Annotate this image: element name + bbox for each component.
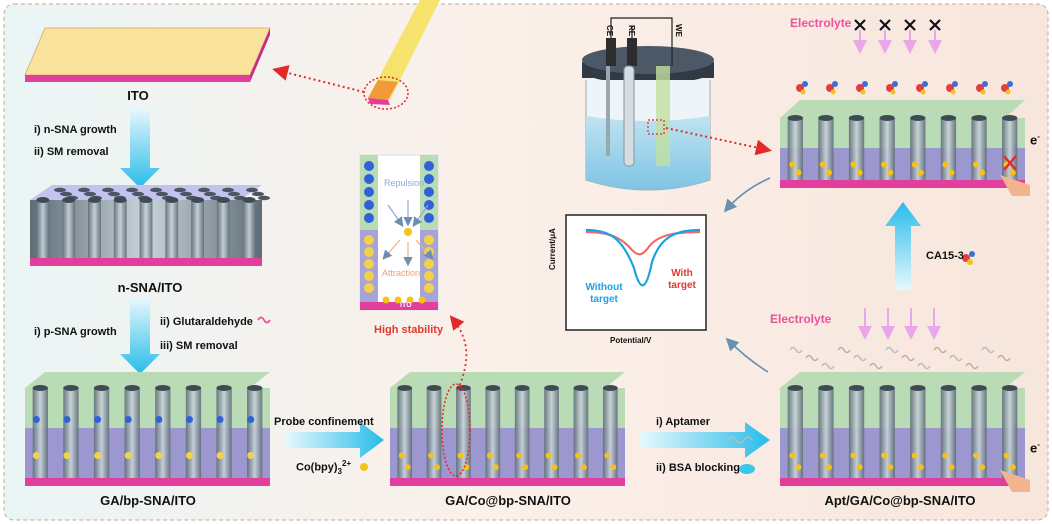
electrolyte-top: Electrolyte xyxy=(790,16,852,30)
cell-dotted-arrow xyxy=(665,127,772,156)
step-probe-confinement: Probe confinement xyxy=(274,416,374,428)
step-aptamer: i) Aptamer xyxy=(656,416,710,428)
ga-co-bp-sna-block xyxy=(390,372,625,486)
step-bsa-blocking: ii) BSA blocking xyxy=(656,462,740,474)
ito-slide xyxy=(24,27,271,82)
stability-inset xyxy=(359,154,439,311)
electron-top: e- xyxy=(1030,132,1040,147)
apt-block xyxy=(780,372,1025,486)
curve-arrow-top xyxy=(723,177,771,213)
plot-with-target: With target xyxy=(668,268,696,291)
electrolyte-bottom: Electrolyte xyxy=(770,312,832,326)
cell-ce: CE xyxy=(605,24,615,37)
electrolyte-arrows-top xyxy=(853,30,942,54)
electrochemical-cell xyxy=(582,17,714,191)
step-p-sna-growth: i) p-SNA growth xyxy=(34,326,117,338)
label-ga-co-bp-sna-ito: GA/Co@bp-SNA/ITO xyxy=(445,493,571,508)
stability-dotted-arrow xyxy=(449,315,468,391)
arrow-n-sna xyxy=(120,108,160,188)
step-n-sna-growth: i) n-SNA growth xyxy=(34,124,117,136)
electron-top-text: e xyxy=(1030,132,1038,148)
ga-bp-sna-block xyxy=(25,372,270,486)
aptamer-icon xyxy=(727,436,753,444)
bsa-icon xyxy=(739,464,755,474)
step-ca15-3: CA15-3 xyxy=(926,250,964,262)
electron-path-top xyxy=(1000,155,1030,196)
probe-formula-sub: 3 xyxy=(337,466,342,476)
arrow-probe xyxy=(285,422,384,458)
plot-xlabel: Potential/V xyxy=(610,336,652,345)
electron-bottom-sup: - xyxy=(1037,440,1040,449)
ito-dotted-arrow xyxy=(272,65,365,93)
label-apt-ga-co-bp-sna-ito: Apt/GA/Co@bp-SNA/ITO xyxy=(824,493,976,508)
step-sm-removal-2: iii) SM removal xyxy=(160,340,238,352)
electrolyte-arrows-bottom xyxy=(858,308,941,340)
plot-without-target: Without target xyxy=(585,282,623,305)
arrow-aptamer xyxy=(640,422,770,458)
glutaraldehyde-icon xyxy=(257,316,271,324)
label-n-sna-ito: n-SNA/ITO xyxy=(117,280,183,295)
inset-high-stability: High stability xyxy=(374,324,444,336)
probe-formula-sup: 2+ xyxy=(342,459,352,468)
inset-attraction: Attraction xyxy=(382,268,421,278)
dpv-plot xyxy=(565,214,707,331)
blocked-marks xyxy=(854,19,941,31)
label-ito: ITO xyxy=(127,88,149,103)
step-sm-removal-1: ii) SM removal xyxy=(34,146,109,158)
step-glutaraldehyde: ii) Glutaraldehyde xyxy=(160,316,253,328)
cell-we: WE xyxy=(673,24,683,37)
n-sna-block xyxy=(30,185,270,266)
aptamer-strands xyxy=(789,346,1011,370)
electron-bottom: e- xyxy=(1030,440,1040,455)
curve-arrow-bottom xyxy=(725,337,769,373)
ito-strip xyxy=(363,0,440,110)
probe-dot-icon xyxy=(360,463,368,471)
ca15-3-proteins xyxy=(796,81,1013,95)
ca15-3-icon xyxy=(962,251,975,265)
electron-top-sup: - xyxy=(1037,132,1040,141)
arrow-target xyxy=(885,202,921,290)
step-probe-formula: Co(bpy)32+ xyxy=(296,459,351,476)
cell-re: RE xyxy=(627,24,637,37)
inset-ito: ITO xyxy=(400,302,412,309)
label-ga-bp-sna-ito: GA/bp-SNA/ITO xyxy=(100,493,196,508)
arrow-p-sna xyxy=(120,298,160,374)
electron-bottom-text: e xyxy=(1030,440,1038,456)
inset-repulsion: Repulsion xyxy=(384,178,425,188)
plot-ylabel: Current/μA xyxy=(548,228,557,270)
target-block xyxy=(780,100,1025,188)
probe-formula-text: Co(bpy) xyxy=(296,461,338,474)
electron-path-bottom xyxy=(1000,470,1030,492)
